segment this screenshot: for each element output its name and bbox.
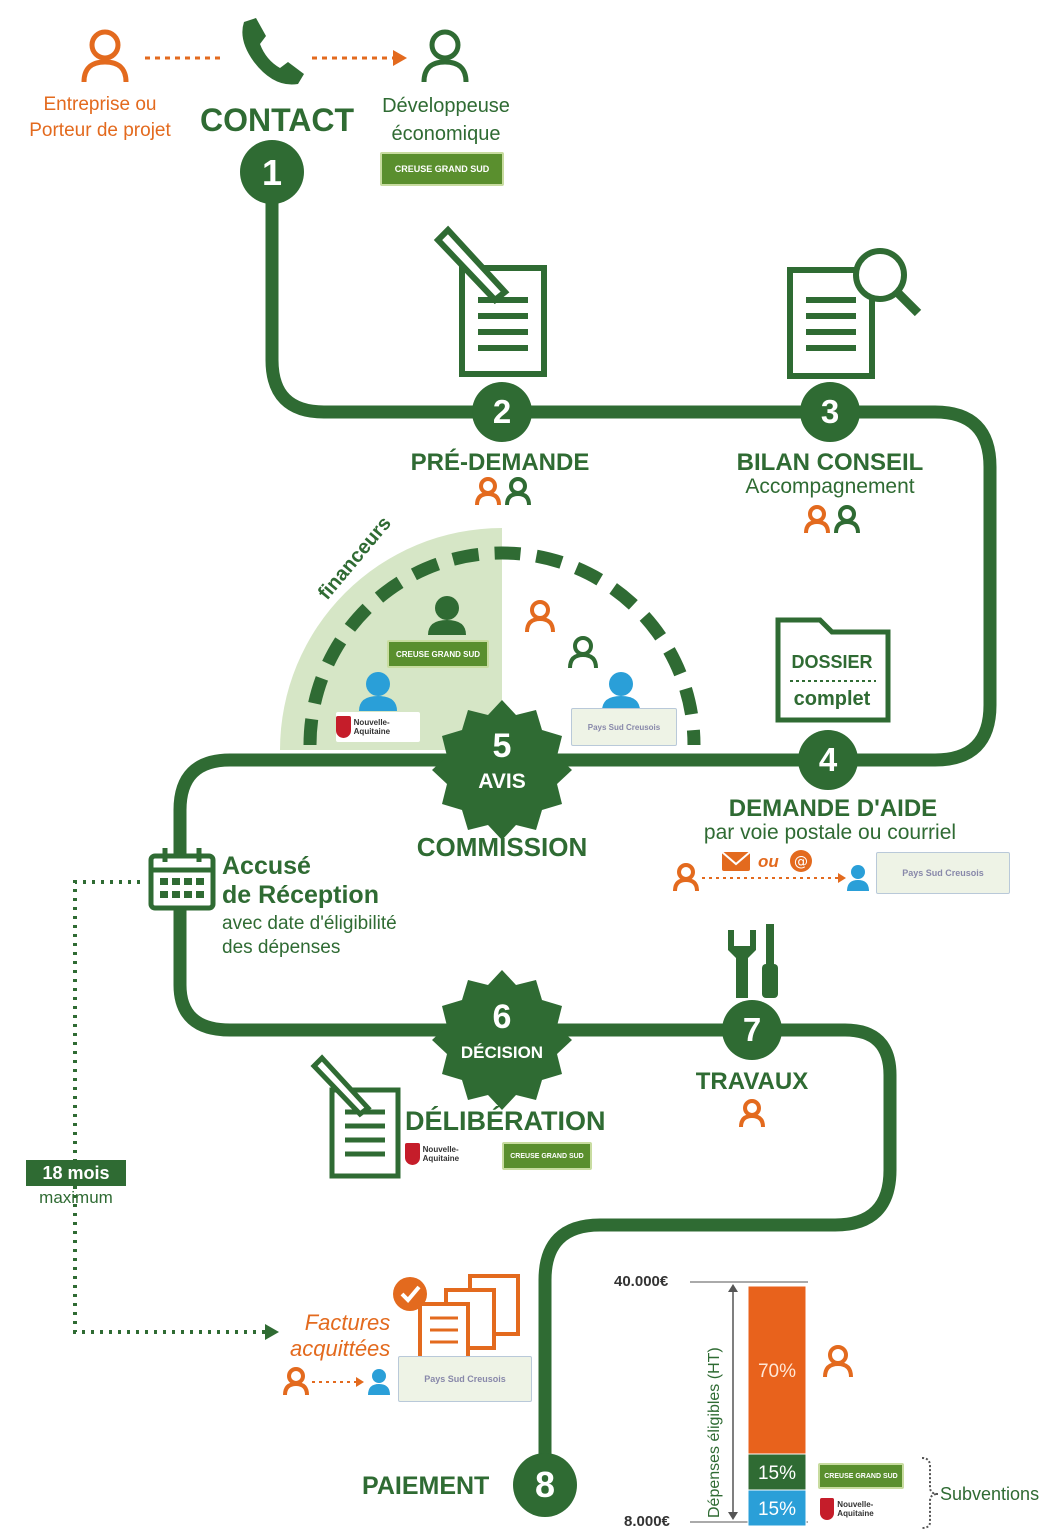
company-label: Entreprise ou Porteur de projet — [29, 92, 171, 144]
creuse-grand-sud-logo: CREUSE GRAND SUD — [818, 1463, 904, 1489]
developer-label: Développeuse économique — [382, 92, 510, 148]
document-pen-icon — [310, 1054, 401, 1179]
contact-title: CONTACT — [200, 102, 355, 138]
step-1-number: 1 — [261, 152, 283, 193]
commission-arc — [303, 546, 701, 746]
funding-bottom-label: 8.000€ — [624, 1513, 670, 1530]
invoices-icon — [418, 1274, 520, 1364]
or-label: ou — [758, 852, 779, 871]
funding-axis-label: Dépenses éligibles (HT) — [706, 1347, 723, 1518]
factures-line1: Factures — [304, 1310, 391, 1335]
person-icon-orange — [673, 863, 699, 892]
check-icon — [393, 1277, 427, 1311]
funding-segment-2 — [747, 1453, 807, 1491]
subventions-brace — [921, 1457, 939, 1529]
subventions-label: Subventions — [940, 1484, 1040, 1504]
duration-value: 18 mois — [26, 1160, 126, 1186]
step-3-title: BILAN CONSEIL — [736, 449, 924, 476]
accuse-title-line2: de Réception — [222, 881, 379, 909]
step-6-badge: DÉCISION — [460, 1043, 544, 1062]
step-6-number: 6 — [492, 998, 512, 1036]
person-icon-orange — [739, 1099, 765, 1128]
step-8-title: PAIEMENT — [362, 1472, 490, 1500]
creuse-grand-sud-logo: CREUSE GRAND SUD — [387, 640, 489, 668]
step-5-badge: AVIS — [478, 770, 526, 793]
accuse-title: Accusé de Réception — [222, 852, 379, 910]
funding-segment-1 — [747, 1285, 807, 1455]
step-4-title: DEMANDE D'AIDE — [728, 795, 938, 822]
na-logo-text: Nouvelle-Aquitaine — [837, 1500, 874, 1518]
funding-bar: 70% 15% 15% — [747, 1285, 807, 1527]
company-label-line2: Porteur de projet — [29, 120, 171, 141]
pays-sud-creusois-logo: Pays Sud Creusois — [398, 1356, 532, 1402]
person-icon-filled-blue — [359, 672, 397, 711]
nouvelle-aquitaine-logo: Nouvelle-Aquitaine — [405, 1138, 489, 1170]
step-7-title: TRAVAUX — [695, 1068, 809, 1095]
na-logo-text: Nouvelle-Aquitaine — [353, 718, 391, 736]
creuse-grand-sud-logo: CREUSE GRAND SUD — [502, 1142, 592, 1170]
dossier-line2: complet — [793, 688, 871, 710]
pays-sud-creusois-logo: Pays Sud Creusois — [876, 852, 1010, 894]
step-7-number: 7 — [742, 1011, 762, 1048]
accuse-subtitle: avec date d'éligibilité des dépenses — [222, 912, 397, 960]
person-icon-orange — [804, 505, 830, 534]
funding-segment-3 — [747, 1489, 807, 1527]
developer-label-line1: Développeuse — [382, 95, 510, 117]
badge-5 — [432, 700, 572, 840]
person-icon-orange — [283, 1367, 309, 1396]
folder-icon — [775, 617, 891, 723]
factures-line2: acquittées — [290, 1336, 391, 1361]
dossier-line1: DOSSIER — [791, 652, 873, 672]
funding-segment-label-1: 70% — [758, 1361, 796, 1382]
financeurs-sector — [280, 528, 502, 750]
company-label-line1: Entreprise ou — [43, 94, 157, 115]
na-logo-text: Nouvelle-Aquitaine — [422, 1145, 460, 1163]
person-icon-orange — [81, 29, 129, 83]
nouvelle-aquitaine-logo: Nouvelle-Aquitaine — [336, 712, 420, 742]
person-icon-filled-blue — [368, 1369, 390, 1395]
accuse-title-line1: Accusé — [222, 852, 311, 880]
person-icon-green — [421, 29, 469, 83]
funding-segment-label-3: 15% — [758, 1499, 796, 1520]
duration-bracket — [73, 880, 265, 1334]
developer-label-line2: économique — [391, 123, 501, 145]
step-4-subtitle: par voie postale ou courriel — [703, 821, 957, 844]
funding-top-label: 40.000€ — [614, 1273, 669, 1290]
person-icon-filled-green — [428, 596, 466, 635]
accuse-subtitle-line1: avec date d'éligibilité — [222, 913, 397, 934]
badge-6 — [432, 970, 572, 1110]
step-5-title: COMMISSION — [416, 832, 588, 862]
step-5-number: 5 — [492, 727, 512, 765]
step-2-title: PRÉ-DEMANDE — [410, 449, 590, 476]
at-icon — [790, 850, 812, 872]
document-search-icon — [787, 248, 922, 379]
person-icon-filled-blue — [602, 672, 640, 711]
document-pen-icon — [433, 225, 547, 377]
person-icon-orange — [525, 600, 555, 633]
creuse-grand-sud-logo: CREUSE GRAND SUD — [380, 152, 504, 186]
person-icon-green — [834, 505, 860, 534]
step-2-number: 2 — [492, 393, 512, 430]
person-icon-orange — [823, 1345, 853, 1378]
svg-text:@: @ — [794, 854, 808, 870]
nouvelle-aquitaine-logo: Nouvelle-Aquitaine — [820, 1494, 902, 1524]
factures-label: Factures acquittées — [290, 1310, 390, 1362]
step-8-number: 8 — [534, 1464, 556, 1505]
step-3-subtitle: Accompagnement — [745, 475, 915, 498]
step-6-title: DÉLIBÉRATION — [405, 1106, 606, 1136]
person-icon-green — [505, 477, 531, 506]
person-icon-orange — [475, 477, 501, 506]
person-icon-filled-blue — [847, 865, 869, 891]
person-icon-green — [568, 636, 598, 669]
phone-icon — [242, 18, 304, 85]
step-4-number: 4 — [818, 741, 838, 778]
step-3-number: 3 — [820, 393, 840, 430]
accuse-subtitle-line2: des dépenses — [222, 937, 341, 958]
funding-segment-label-2: 15% — [758, 1463, 796, 1484]
pays-sud-creusois-logo: Pays Sud Creusois — [571, 708, 677, 746]
tools-icon — [728, 924, 778, 998]
duration-label: maximum — [39, 1188, 113, 1207]
